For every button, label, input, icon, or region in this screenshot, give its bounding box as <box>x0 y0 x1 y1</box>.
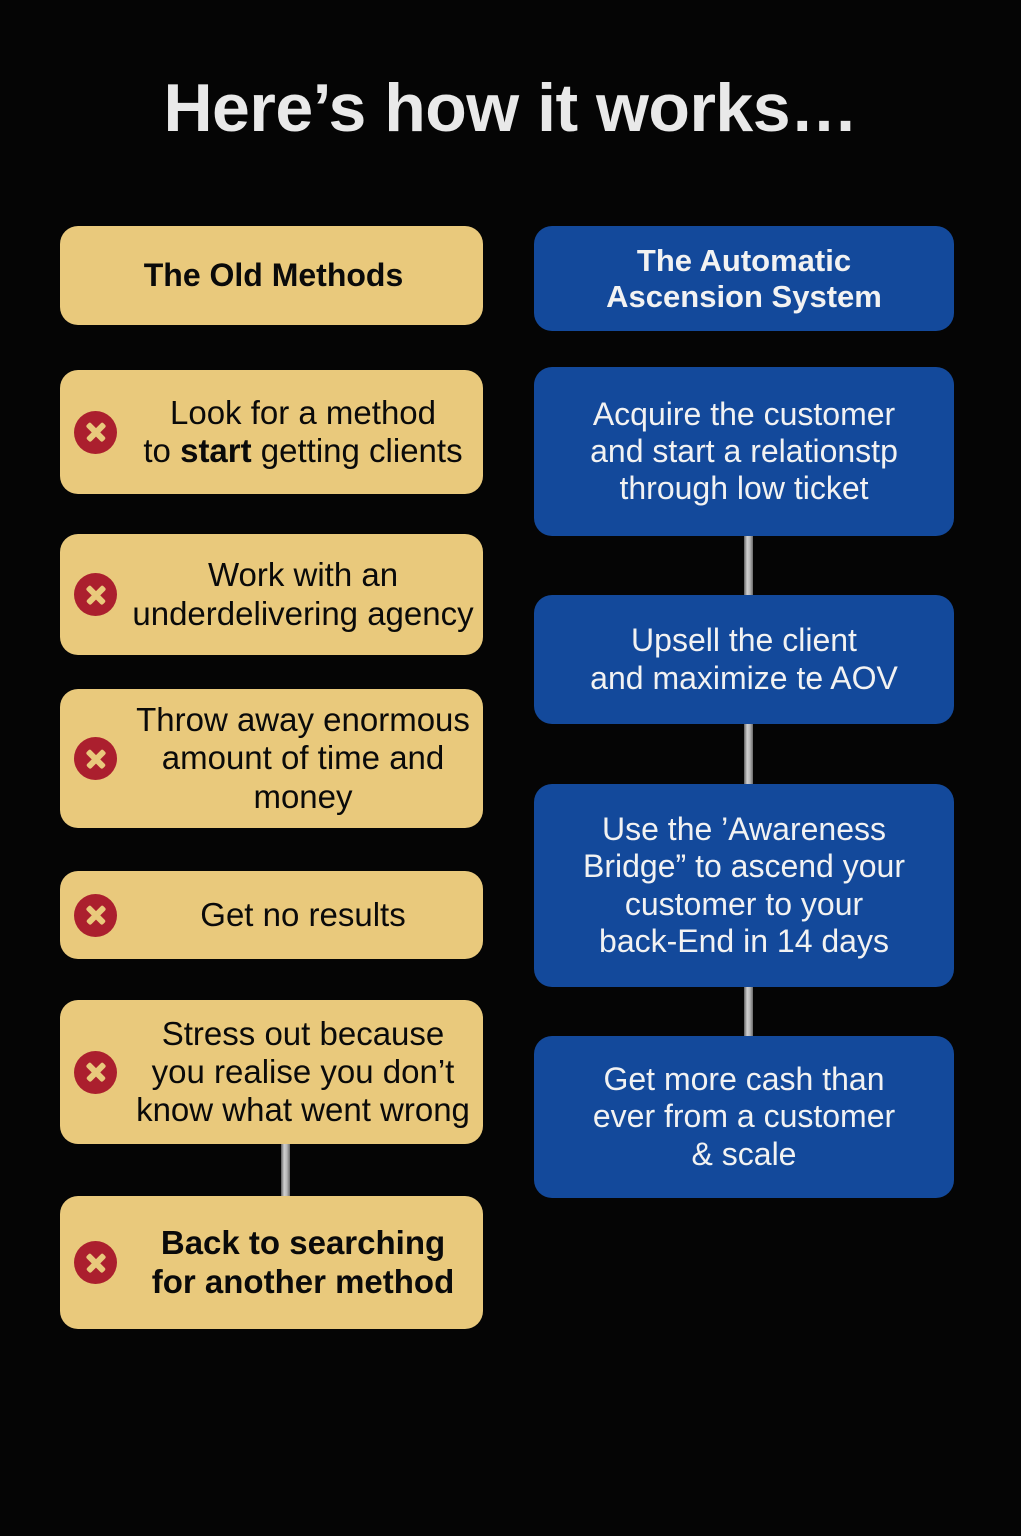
x-circle-icon <box>74 410 117 454</box>
old-methods-header-card: The Old Methods <box>60 226 483 325</box>
old-methods-item-2-label: Work with an underdelivering agency <box>132 556 474 632</box>
ascension-step-4[interactable]: Get more cash than ever from a customer … <box>534 1036 954 1198</box>
old-methods-item-4[interactable]: Get no results <box>60 871 483 959</box>
connector-left-5-6 <box>281 1130 290 1216</box>
ascension-system-column: The Automatic Ascension System Acquire t… <box>534 0 974 1536</box>
ascension-step-1[interactable]: Acquire the customer and start a relatio… <box>534 367 954 536</box>
connector-right-2-3 <box>744 708 753 788</box>
old-methods-item-2[interactable]: Work with an underdelivering agency <box>60 534 483 655</box>
x-circle-icon <box>74 893 117 937</box>
old-methods-column: The Old Methods Look for a method to sta… <box>60 0 500 1536</box>
connector-right-1-2 <box>744 528 753 604</box>
old-methods-item-3-label: Throw away enormous amount of time and m… <box>136 701 470 815</box>
page-title: Here’s how it works… <box>163 70 858 146</box>
ascension-step-2[interactable]: Upsell the client and maximize te AOV <box>534 595 954 724</box>
old-methods-item-3[interactable]: Throw away enormous amount of time and m… <box>60 689 483 828</box>
old-methods-item-1-label: Look for a method to start getting clien… <box>143 393 463 469</box>
ascension-step-4-label: Get more cash than ever from a customer … <box>592 1061 896 1172</box>
old-methods-item-1[interactable]: Look for a method to start getting clien… <box>60 370 483 494</box>
ascension-system-header-label: The Automatic Ascension System <box>606 242 882 314</box>
ascension-step-3[interactable]: Use the ’Awareness Bridge” to ascend you… <box>534 784 954 987</box>
old-methods-item-6[interactable]: Back to searching for another method <box>60 1196 483 1329</box>
x-circle-icon <box>74 737 117 780</box>
old-methods-header-label: The Old Methods <box>143 256 404 293</box>
ascension-system-header-card: The Automatic Ascension System <box>534 226 954 331</box>
connector-right-3-4 <box>744 976 753 1044</box>
x-circle-icon <box>74 1050 117 1094</box>
x-circle-icon <box>74 1241 117 1284</box>
ascension-step-1-label: Acquire the customer and start a relatio… <box>590 395 898 507</box>
ascension-step-2-label: Upsell the client and maximize te AOV <box>590 622 898 696</box>
old-methods-item-6-label: Back to searching for another method <box>151 1224 455 1300</box>
x-circle-icon <box>74 573 117 616</box>
old-methods-item-4-label: Get no results <box>200 895 406 933</box>
old-methods-item-5-label: Stress out because you realise you don’t… <box>136 1014 470 1129</box>
old-methods-item-5[interactable]: Stress out because you realise you don’t… <box>60 1000 483 1144</box>
ascension-step-3-label: Use the ’Awareness Bridge” to ascend you… <box>583 811 905 959</box>
